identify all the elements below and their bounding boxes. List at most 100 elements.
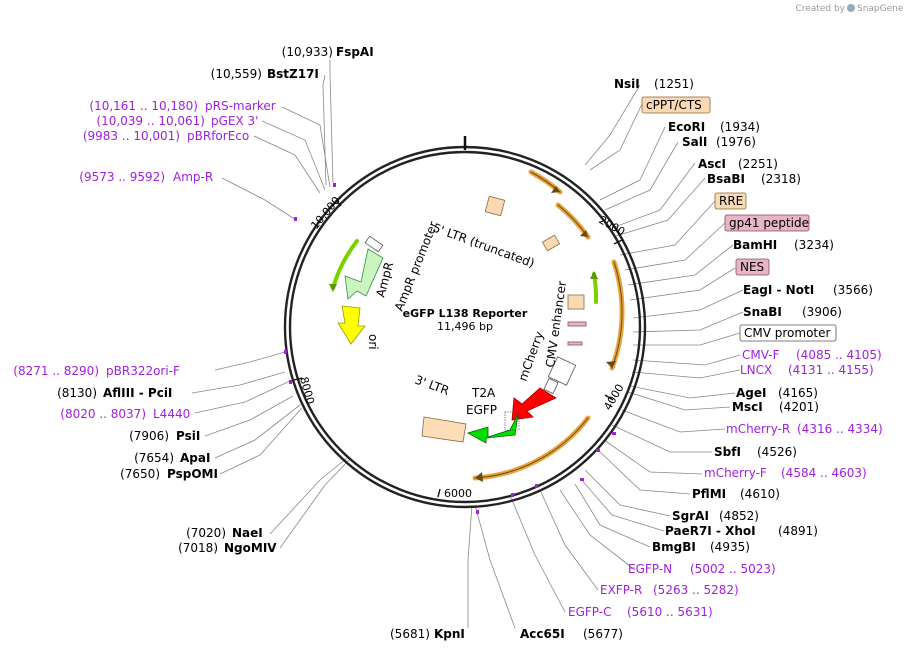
site-pos: (7020) [186,526,226,540]
site-pos: (4201) [779,400,819,414]
feature-label-egfp: EGFP [466,403,497,417]
feature-label-ltr3: 3' LTR [413,373,451,398]
site-name: EcoRI [668,120,705,134]
site-name: pRS-marker [205,99,276,113]
mcherry-arrow [511,387,557,421]
site-name: SnaBI [743,305,782,319]
site-name: PspOMI [167,467,218,481]
ltr3-feature [421,416,467,443]
tick-label-4000: 4000 [601,382,626,413]
site-name: AscI [698,157,726,171]
tick-label-10000: 10,000 [308,194,343,232]
site-name: NsiI [614,77,640,91]
site-pos: (2251) [738,157,778,171]
feature-label-ampr-promoter: AmpR promoter [392,219,441,313]
site-name: EGFP-C [568,605,611,619]
site-pos: (10,161 .. 10,180) [89,99,198,113]
site-pos: (2318) [761,172,801,186]
site-pos: (8020 .. 8037) [60,407,146,421]
site-pos: (4131 .. 4155) [788,363,874,377]
site-pos: (7906) [129,429,169,443]
site-name: PsiI [176,429,200,443]
site-name: EagI - NotI [743,283,814,297]
site-pos: (7650) [120,467,160,481]
ampr-promoter-feature [364,235,384,253]
primer-marks [284,183,616,514]
site-pos: (7018) [178,541,218,555]
site-box: RRE [719,194,743,208]
plasmid-name: eGFP L138 Reporter [403,307,528,320]
site-labels-right: NsiI (1251) cPPT/CTS EcoRI (1934) SalI (… [390,77,883,641]
site-pos: (5002 .. 5023) [690,562,776,576]
plasmid-size: 11,496 bp [437,320,493,333]
site-pos: (4610) [740,487,780,501]
site-name: PflMI [692,487,726,501]
site-pos: (9983 .. 10,001) [83,129,180,143]
site-pos: (10,933) [282,45,333,59]
site-name: BstZ17I [267,67,319,81]
site-pos: (8271 .. 8290) [13,364,99,378]
site-name: CMV-F [742,348,780,362]
site-name: AflIII - PciI [103,386,172,400]
site-box: NES [740,260,764,274]
credit-brand: SnapGene [857,4,904,14]
site-name: NgoMIV [224,541,277,555]
site-name: EGFP-N [628,562,672,576]
tick-marks [293,199,623,498]
site-name: KpnI [434,627,465,641]
feature-label-mcherry: mCherry [516,330,547,383]
feature-label-cmv-enhancer: CMV enhancer [543,280,569,368]
site-name: L4440 [153,407,190,421]
site-box: gp41 peptide [729,216,809,230]
ampr-arrow [344,248,384,300]
site-name: BmgBI [652,540,696,554]
backbone-inner [288,150,642,504]
arc-arrowheads [329,186,616,482]
site-box: CMV promoter [744,326,831,340]
site-name: SgrAI [672,509,709,523]
site-pos: (4891) [778,524,818,538]
site-name: MscI [732,400,763,414]
site-pos: (10,559) [211,67,262,81]
site-pos: (4165) [778,386,818,400]
site-name: Acc65I [520,627,565,641]
site-pos: (4935) [710,540,750,554]
site-pos: (5610 .. 5631) [627,605,713,619]
snapgene-logo-icon [847,4,855,12]
t2a-region [504,411,520,431]
tick-label-2000: 2000 [597,213,628,238]
site-pos: (3234) [794,238,834,252]
feature-label-ori: ori [366,334,380,350]
site-name: pBR322ori-F [106,364,180,378]
nes-feature [567,341,583,346]
ltr5-feature [484,195,506,217]
site-name: pBRforEco [187,129,249,143]
site-pos: (3566) [833,283,873,297]
site-pos: (1934) [720,120,760,134]
site-name: pGEX 3' [211,114,258,128]
credit-prefix: Created by [795,4,845,14]
site-name: LNCX [740,363,772,377]
site-name: mCherry-R [726,422,790,436]
site-name: BsaBI [707,172,745,186]
site-pos: (5681) [390,627,430,641]
gp41-feature [567,321,587,327]
site-labels-left: (10,933) FspAI (10,559) BstZ17I (10,161 … [13,45,373,555]
site-pos: (10,039 .. 10,061) [96,114,205,128]
site-pos: (4852) [719,509,759,523]
site-name: ApaI [180,451,210,465]
ori-arrow [337,305,366,345]
rre-feature [567,294,585,310]
site-pos: (4085 .. 4105) [796,348,882,362]
cppt-feature [541,234,561,252]
site-name: SalI [682,135,707,149]
leader-lines [191,60,744,629]
site-pos: (5263 .. 5282) [653,583,739,597]
site-pos: (4316 .. 4334) [797,422,883,436]
feature-label-t2a: T2A [471,386,496,400]
site-pos: (8130) [57,386,97,400]
tick-label-6000: 6000 [444,487,472,500]
site-box: cPPT/CTS [646,98,702,112]
site-name: PaeR7I - XhoI [665,524,756,538]
